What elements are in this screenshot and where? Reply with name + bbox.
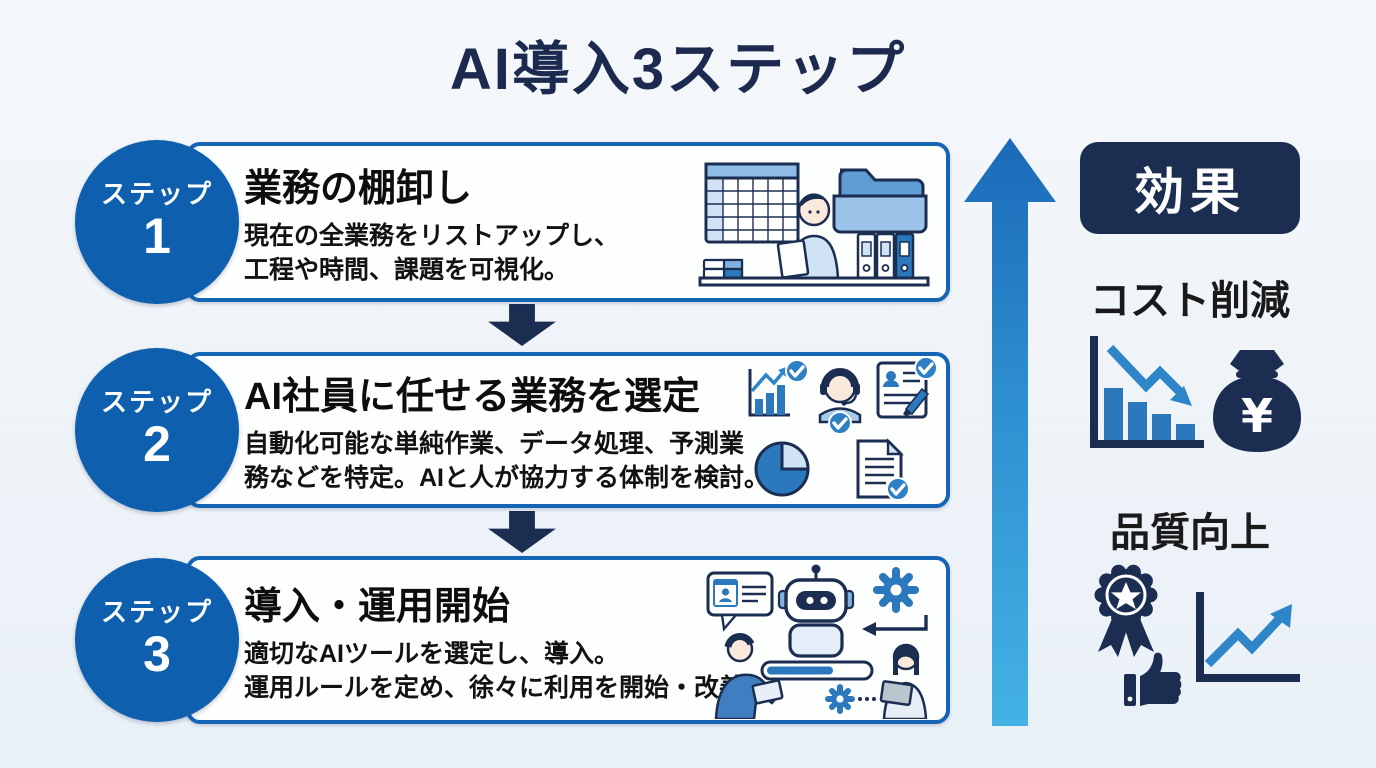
profile-document-check-icon xyxy=(876,357,938,419)
step-3-circle: ステップ 3 xyxy=(75,558,239,722)
step-3-text: 導入・運用開始 適切なAIツールを選定し、導入。 運用ルールを定め、徐々に利用を… xyxy=(190,575,769,705)
step-2-number: 2 xyxy=(143,415,171,472)
step-2-description-line1: 自動化可能な単純作業、データ処理、予測業 xyxy=(244,430,745,458)
down-arrow-1 xyxy=(488,304,556,346)
step-3-description-line1: 適切なAIツールを選定し、導入。 xyxy=(244,640,620,668)
robot-deployment-illustration xyxy=(706,564,928,719)
folder-icon xyxy=(832,168,928,234)
step-1-description-line1: 現在の全業務をリストアップし、 xyxy=(244,222,620,250)
document-check-icon xyxy=(856,438,910,501)
step-1-box: 業務の棚卸し 現在の全業務をリストアップし、 工程や時間、課題を可視化。 xyxy=(186,142,950,302)
desk xyxy=(698,276,930,287)
step-2-description-line2: 務などを特定。AIと人が協力する体制を検討。 xyxy=(244,463,770,492)
step-3-heading: 導入・運用開始 xyxy=(244,586,511,628)
cost-reduction-label: コスト削減 xyxy=(1090,279,1290,323)
worker-reviewing-documents-illustration xyxy=(698,162,930,287)
step-1-label: ステップ xyxy=(100,179,213,210)
binders-icon xyxy=(856,232,915,280)
call-operator-check-icon xyxy=(818,368,862,435)
step-1-description-line2: 工程や時間、課題を可視化。 xyxy=(244,255,570,284)
step-1-circle: ステップ 1 xyxy=(75,140,239,304)
office-worker-figure xyxy=(776,193,840,280)
step-2-text: AI社員に任せる業務を選定 自動化可能な単純作業、データ処理、予測業 務などを特… xyxy=(190,365,769,495)
step-3-description-line2: 運用ルールを定め、徐々に利用を開始・改善。 xyxy=(244,673,770,702)
step-1-number: 1 xyxy=(143,207,171,264)
progress-bar xyxy=(760,660,874,681)
rising-line-chart-icon xyxy=(1196,592,1300,682)
step-2-label: ステップ xyxy=(100,387,213,418)
effect-badge-label: 効果 xyxy=(1134,164,1246,220)
step-2-box: AI社員に任せる業務を選定 自動化可能な単純作業、データ処理、予測業 務などを特… xyxy=(186,352,950,508)
growth-chart-check-icon xyxy=(748,359,809,417)
step-1-heading: 業務の棚卸し xyxy=(244,168,473,210)
step-3-label: ステップ xyxy=(100,597,213,628)
step-2-circle: ステップ 2 xyxy=(75,348,239,512)
yen-symbol: ¥ xyxy=(1241,389,1273,443)
pie-chart-icon xyxy=(754,441,810,497)
robot-icon xyxy=(777,564,855,658)
award-ribbon-icon xyxy=(1094,564,1158,657)
gear-icon xyxy=(873,567,919,613)
step-2-heading: AI社員に任せる業務を選定 xyxy=(244,376,701,418)
step-1-text: 業務の棚卸し 現在の全業務をリストアップし、 工程や時間、課題を可視化。 xyxy=(190,157,619,287)
effect-up-arrow xyxy=(964,138,1056,726)
woman-with-tablet-figure xyxy=(879,643,928,719)
step-3-number: 3 xyxy=(143,625,171,682)
return-arrow-icon xyxy=(862,615,928,636)
books-icon xyxy=(702,258,744,280)
spreadsheet-icon xyxy=(704,162,800,244)
page-title: AI導入3ステップ xyxy=(449,37,907,102)
chat-profile-bubble-icon xyxy=(706,571,774,632)
declining-bar-chart-icon xyxy=(1090,336,1204,448)
money-bag-yen-icon: ¥ xyxy=(1213,350,1301,452)
man-with-tablet-figure xyxy=(714,633,784,719)
effect-badge: 効果 xyxy=(1080,142,1300,234)
task-selection-illustration xyxy=(748,357,938,501)
quality-improvement-label: 品質向上 xyxy=(1110,511,1270,555)
step-3-box: 導入・運用開始 適切なAIツールを選定し、導入。 運用ルールを定め、徐々に利用を… xyxy=(186,556,950,724)
small-gear-icon xyxy=(825,684,876,714)
down-arrow-2 xyxy=(488,511,556,553)
thumbs-up-icon xyxy=(1124,652,1182,706)
